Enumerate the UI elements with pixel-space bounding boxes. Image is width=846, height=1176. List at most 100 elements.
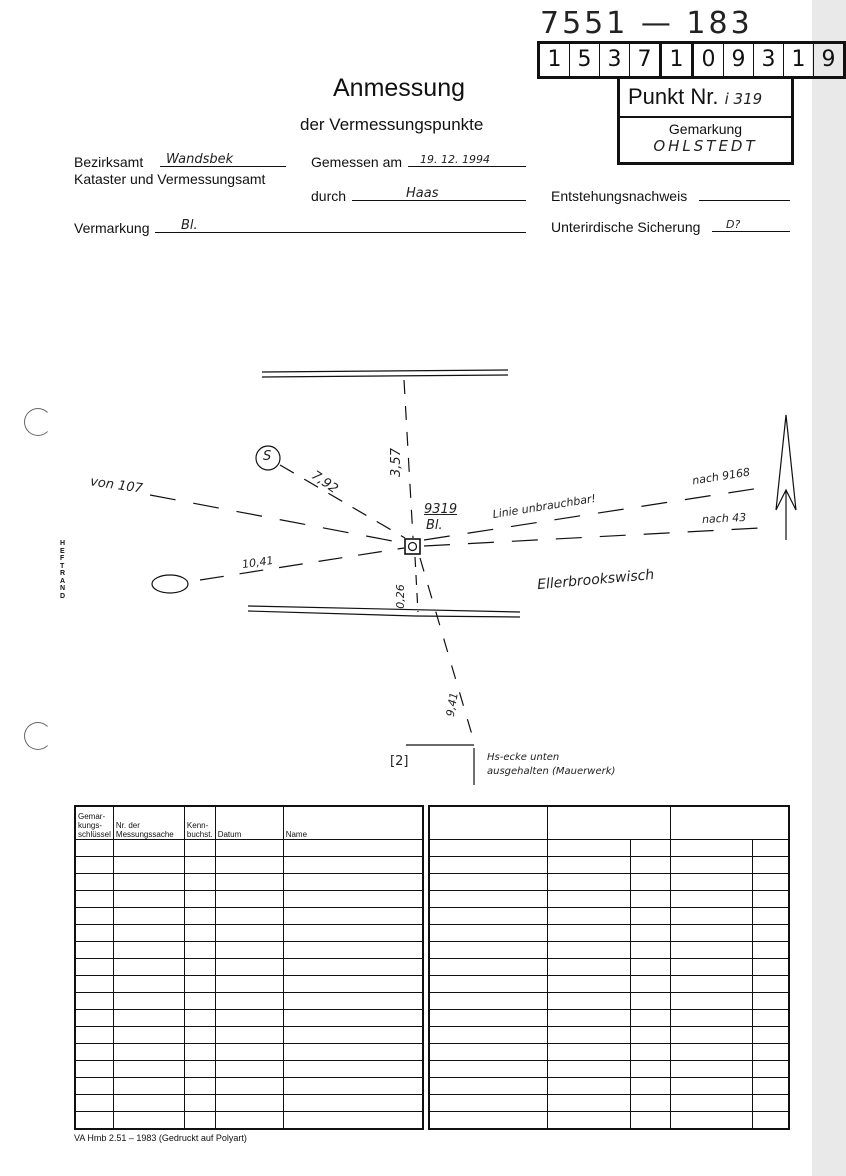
table-cell[interactable] <box>282 1076 424 1095</box>
table-cell[interactable] <box>629 923 671 942</box>
table-cell[interactable] <box>282 1093 424 1112</box>
table-cell[interactable] <box>546 1110 631 1129</box>
table-cell[interactable] <box>282 974 424 993</box>
table-cell[interactable] <box>669 855 753 874</box>
table-cell[interactable] <box>282 1042 424 1061</box>
table-cell[interactable] <box>428 1042 548 1061</box>
table-cell[interactable] <box>629 838 671 857</box>
table-cell[interactable] <box>546 838 631 857</box>
table-cell[interactable] <box>751 1110 790 1129</box>
table-cell[interactable] <box>751 838 790 857</box>
table-cell[interactable] <box>282 855 424 874</box>
table-cell[interactable] <box>428 1093 548 1112</box>
table-cell[interactable] <box>428 974 548 993</box>
table-cell[interactable] <box>629 974 671 993</box>
table-cell[interactable] <box>546 872 631 891</box>
table-cell[interactable] <box>112 838 185 857</box>
table-cell[interactable] <box>112 974 185 993</box>
table-cell[interactable] <box>282 889 424 908</box>
table-cell[interactable] <box>74 940 114 959</box>
table-cell[interactable] <box>74 957 114 976</box>
table-cell[interactable] <box>546 1025 631 1044</box>
table-cell[interactable] <box>214 923 284 942</box>
table-cell[interactable] <box>74 1076 114 1095</box>
table-cell[interactable] <box>74 838 114 857</box>
table-cell[interactable] <box>751 1042 790 1061</box>
table-cell[interactable] <box>112 957 185 976</box>
table-cell[interactable] <box>282 872 424 891</box>
table-cell[interactable] <box>428 991 548 1010</box>
table-cell[interactable] <box>214 1110 284 1129</box>
table-cell[interactable] <box>112 1025 185 1044</box>
table-cell[interactable] <box>112 1076 185 1095</box>
table-cell[interactable] <box>112 1059 185 1078</box>
table-cell[interactable] <box>74 1008 114 1027</box>
table-cell[interactable] <box>629 1008 671 1027</box>
table-cell[interactable] <box>546 1076 631 1095</box>
table-cell[interactable] <box>669 1093 753 1112</box>
table-cell[interactable] <box>74 974 114 993</box>
table-cell[interactable] <box>629 855 671 874</box>
table-cell[interactable] <box>428 1059 548 1078</box>
table-cell[interactable] <box>74 1059 114 1078</box>
table-cell[interactable] <box>751 1008 790 1027</box>
table-cell[interactable] <box>214 838 284 857</box>
table-cell[interactable] <box>112 1008 185 1027</box>
table-cell[interactable] <box>629 991 671 1010</box>
table-cell[interactable] <box>751 906 790 925</box>
table-cell[interactable] <box>751 940 790 959</box>
table-cell[interactable] <box>282 923 424 942</box>
table-cell[interactable] <box>183 1059 216 1078</box>
table-cell[interactable] <box>669 974 753 993</box>
table-cell[interactable] <box>751 889 790 908</box>
table-cell[interactable] <box>214 872 284 891</box>
table-cell[interactable] <box>183 1093 216 1112</box>
table-cell[interactable] <box>183 855 216 874</box>
table-cell[interactable] <box>183 838 216 857</box>
table-cell[interactable] <box>74 991 114 1010</box>
table-cell[interactable] <box>428 1110 548 1129</box>
table-cell[interactable] <box>282 1025 424 1044</box>
table-cell[interactable] <box>214 1008 284 1027</box>
table-cell[interactable] <box>546 923 631 942</box>
table-cell[interactable] <box>214 1025 284 1044</box>
table-cell[interactable] <box>183 906 216 925</box>
table-cell[interactable] <box>629 1110 671 1129</box>
table-cell[interactable] <box>214 974 284 993</box>
table-cell[interactable] <box>669 889 753 908</box>
table-cell[interactable] <box>282 1059 424 1078</box>
table-cell[interactable] <box>751 957 790 976</box>
table-cell[interactable] <box>183 991 216 1010</box>
table-cell[interactable] <box>282 1008 424 1027</box>
table-cell[interactable] <box>74 906 114 925</box>
table-cell[interactable] <box>428 923 548 942</box>
table-cell[interactable] <box>629 889 671 908</box>
table-cell[interactable] <box>546 974 631 993</box>
table-cell[interactable] <box>112 940 185 959</box>
table-cell[interactable] <box>546 957 631 976</box>
table-cell[interactable] <box>546 1093 631 1112</box>
table-cell[interactable] <box>751 1093 790 1112</box>
table-cell[interactable] <box>282 940 424 959</box>
table-cell[interactable] <box>183 1008 216 1027</box>
table-cell[interactable] <box>629 940 671 959</box>
table-cell[interactable] <box>74 1110 114 1129</box>
table-cell[interactable] <box>669 1076 753 1095</box>
table-cell[interactable] <box>428 872 548 891</box>
table-cell[interactable] <box>214 1093 284 1112</box>
table-cell[interactable] <box>629 1025 671 1044</box>
table-cell[interactable] <box>112 1042 185 1061</box>
table-cell[interactable] <box>112 889 185 908</box>
table-cell[interactable] <box>669 838 753 857</box>
table-cell[interactable] <box>669 1059 753 1078</box>
table-cell[interactable] <box>669 872 753 891</box>
table-cell[interactable] <box>183 1042 216 1061</box>
table-cell[interactable] <box>629 1042 671 1061</box>
table-cell[interactable] <box>74 855 114 874</box>
table-cell[interactable] <box>428 1076 548 1095</box>
table-cell[interactable] <box>629 1076 671 1095</box>
table-cell[interactable] <box>112 855 185 874</box>
table-cell[interactable] <box>214 906 284 925</box>
table-cell[interactable] <box>669 1025 753 1044</box>
table-cell[interactable] <box>183 1110 216 1129</box>
